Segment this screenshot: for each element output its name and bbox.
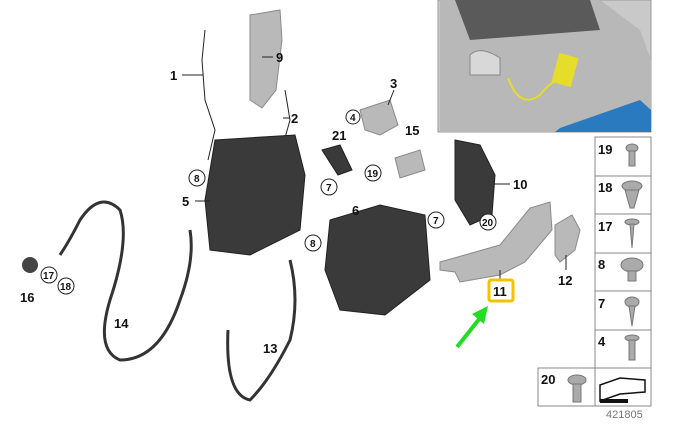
callout-4: 4	[350, 113, 356, 124]
vehicle-location-inset	[437, 0, 652, 133]
part-5-lock	[204, 134, 306, 256]
callout-15: 15	[405, 123, 419, 138]
table-label-17: 17	[598, 219, 612, 234]
callout-2: 2	[291, 111, 298, 126]
callout-5: 5	[182, 194, 189, 209]
green-pointer-arrow-icon	[455, 306, 488, 349]
part-13-cable	[226, 259, 297, 402]
callout-7b: 7	[433, 216, 439, 227]
callout-6: 6	[352, 203, 359, 218]
part-16-grommet	[22, 257, 38, 273]
callout-12: 12	[558, 273, 572, 288]
highlight-box	[487, 278, 515, 303]
callout-1: 1	[170, 68, 177, 83]
callout-7a: 7	[326, 183, 332, 194]
table-label-18: 18	[598, 180, 612, 195]
table-label-7: 7	[598, 296, 605, 311]
table-label-8: 8	[598, 257, 605, 272]
fastener-table: 19 18 17 8 7 4 20 421805	[537, 136, 652, 421]
part-21-clip	[321, 144, 353, 176]
part-6-lock	[324, 204, 431, 316]
leader-lines	[182, 56, 567, 280]
parts	[22, 9, 581, 402]
screw-icons	[567, 143, 644, 403]
callout-10: 10	[513, 177, 527, 192]
part-1-rod	[201, 29, 216, 161]
part-10-holder	[454, 139, 496, 226]
callout-20: 20	[482, 218, 494, 229]
callout-19: 19	[367, 169, 379, 180]
callout-13: 13	[263, 341, 277, 356]
part-3-striker	[359, 99, 399, 136]
table-label-4: 4	[598, 334, 606, 349]
part-14-cable	[58, 200, 193, 362]
callout-9: 9	[276, 50, 283, 65]
table-label-20: 20	[541, 372, 555, 387]
table-label-19: 19	[598, 142, 612, 157]
callout-16: 16	[20, 290, 34, 305]
callout-14: 14	[114, 316, 129, 331]
part-9-cover	[249, 9, 283, 109]
callout-21: 21	[332, 128, 346, 143]
callout-18: 18	[60, 282, 72, 293]
callout-8b: 8	[310, 239, 316, 250]
diagram-number: 421805	[606, 409, 643, 421]
callout-8a: 8	[194, 174, 200, 185]
part-12-cap	[554, 214, 581, 263]
callouts: 1 9 2 3 4 15 21 19 10 20 8 5 7 6 7 8 11 …	[20, 50, 572, 356]
callout-3: 3	[390, 76, 397, 91]
part-11-door-handle	[439, 201, 553, 283]
callout-17: 17	[43, 271, 55, 282]
callout-11: 11	[493, 284, 507, 299]
part-15-bracket	[394, 149, 426, 179]
